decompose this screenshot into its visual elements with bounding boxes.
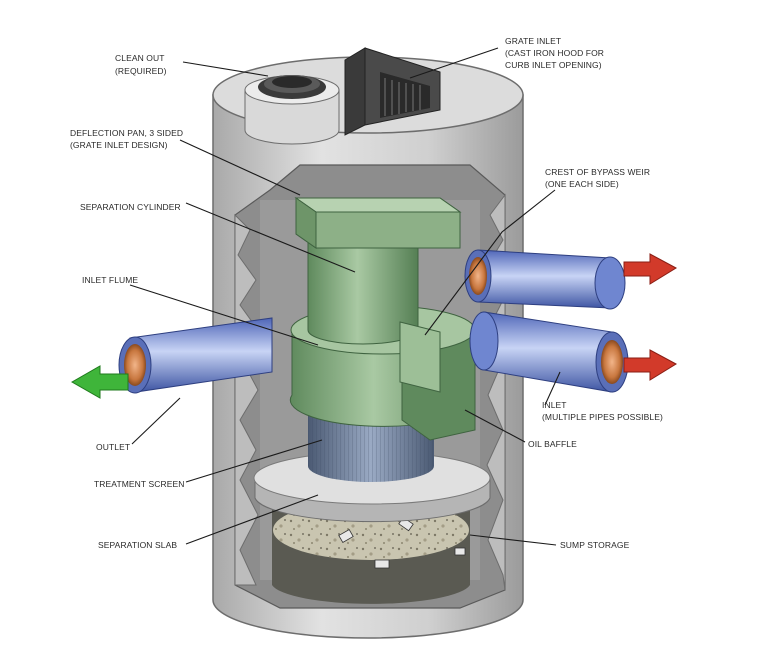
clean-out [244, 75, 340, 145]
label-treatment-screen: TREATMENT SCREEN [94, 479, 185, 489]
bypass-weir-crest [399, 321, 441, 393]
deflection-pan [294, 197, 462, 249]
label-clean-out: CLEAN OUT (REQUIRED) [115, 53, 167, 76]
svg-text:TREATMENT SCREEN: TREATMENT SCREEN [94, 479, 185, 489]
svg-text:SUMP STORAGE: SUMP STORAGE [560, 540, 630, 550]
svg-text:INLET: INLET [542, 400, 567, 410]
label-oil-baffle: OIL BAFFLE [528, 439, 577, 449]
debris [338, 528, 354, 544]
inlet-pipe-lower [469, 311, 629, 393]
debris [374, 559, 390, 569]
label-crest-of-bypass-weir: CREST OF BYPASS WEIR (ONE EACH SIDE) [545, 167, 650, 189]
svg-text:CLEAN OUT: CLEAN OUT [115, 53, 165, 63]
inlet-pipe-upper [464, 249, 626, 310]
grate-inlet [344, 47, 441, 136]
label-inlet: INLET (MULTIPLE PIPES POSSIBLE) [542, 400, 663, 422]
svg-text:SEPARATION CYLINDER: SEPARATION CYLINDER [80, 202, 181, 212]
debris [454, 547, 466, 556]
label-separation-cylinder: SEPARATION CYLINDER [80, 202, 181, 212]
svg-text:DEFLECTION PAN, 3 SIDED: DEFLECTION PAN, 3 SIDED [70, 128, 183, 138]
inflow-arrow-lower [623, 349, 678, 381]
outflow-arrow [70, 365, 129, 399]
label-separation-slab: SEPARATION SLAB [98, 540, 177, 550]
svg-text:(ONE EACH SIDE): (ONE EACH SIDE) [545, 179, 619, 189]
label-grate-inlet: GRATE INLET (CAST IRON HOOD FOR CURB INL… [505, 36, 604, 70]
svg-text:CREST OF BYPASS WEIR: CREST OF BYPASS WEIR [545, 167, 650, 177]
label-sump-storage: SUMP STORAGE [560, 540, 630, 550]
label-deflection-pan: DEFLECTION PAN, 3 SIDED (GRATE INLET DES… [70, 128, 183, 150]
label-outlet: OUTLET [96, 442, 130, 452]
svg-text:OIL BAFFLE: OIL BAFFLE [528, 439, 577, 449]
svg-text:INLET FLUME: INLET FLUME [82, 275, 138, 285]
leader-lines [129, 47, 561, 546]
svg-text:(GRATE INLET DESIGN): (GRATE INLET DESIGN) [70, 140, 168, 150]
svg-text:(REQUIRED): (REQUIRED) [115, 66, 167, 76]
svg-text:GRATE INLET: GRATE INLET [505, 36, 561, 46]
svg-text:(MULTIPLE PIPES POSSIBLE): (MULTIPLE PIPES POSSIBLE) [542, 412, 663, 422]
label-inlet-flume: INLET FLUME [82, 275, 138, 285]
svg-text:CURB INLET OPENING): CURB INLET OPENING) [505, 60, 602, 70]
inflow-arrow-upper [623, 253, 678, 285]
svg-text:OUTLET: OUTLET [96, 442, 130, 452]
svg-text:SEPARATION SLAB: SEPARATION SLAB [98, 540, 177, 550]
svg-text:(CAST IRON HOOD FOR: (CAST IRON HOOD FOR [505, 48, 604, 58]
